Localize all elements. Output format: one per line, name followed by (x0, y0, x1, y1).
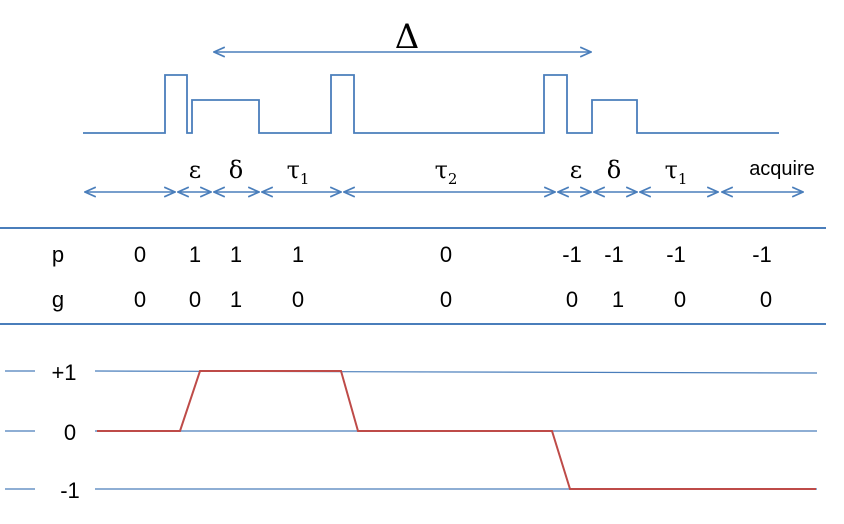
p-row: p 0 1 1 1 0 -1 -1 -1 -1 (52, 242, 772, 267)
g-value: 0 (674, 287, 686, 312)
level-label-zero: 0 (64, 420, 76, 445)
delta-span: Δ (214, 17, 591, 57)
interval-label-delta-1: δ (229, 156, 243, 184)
interval-label-epsilon-1: ε (189, 156, 201, 184)
p-value: -1 (562, 242, 582, 267)
interval-label-acquire: acquire (749, 158, 815, 180)
g-value: 0 (440, 287, 452, 312)
p-value: -1 (752, 242, 772, 267)
g-value: 1 (612, 287, 624, 312)
p-value: 0 (134, 242, 146, 267)
interval-label-delta-2: δ (607, 156, 621, 184)
level-label-minus1: -1 (60, 478, 80, 503)
interval-subscript: 2 (448, 170, 458, 188)
interval-label-tau1-1: τ1 (287, 156, 310, 188)
p-value: 1 (292, 242, 304, 267)
p-value: -1 (666, 242, 686, 267)
interval-label-epsilon-2: ε (570, 156, 582, 184)
p-value: 1 (189, 242, 201, 267)
interval-label-tau1-2: τ1 (665, 156, 688, 188)
g-value: 0 (134, 287, 146, 312)
p-value: 0 (440, 242, 452, 267)
p-value: 1 (230, 242, 242, 267)
g-value: 1 (230, 287, 242, 312)
g-value: 0 (189, 287, 201, 312)
g-value: 0 (292, 287, 304, 312)
row-label-g: g (52, 287, 64, 312)
interval-subscript: 1 (678, 170, 688, 188)
p-value: -1 (604, 242, 624, 267)
interval-row: ε δ τ1 τ2 ε δ τ1 acquire (85, 156, 815, 192)
level-label-plus1: +1 (51, 360, 76, 385)
coherence-pathway (97, 370, 816, 490)
interval-label-tau2: τ2 (435, 156, 458, 188)
pulse-sequence-line (83, 74, 779, 134)
g-value: 0 (760, 287, 772, 312)
g-row: g 0 0 1 0 0 0 1 0 0 (52, 287, 772, 312)
interval-subscript: 1 (300, 170, 310, 188)
delta-label: Δ (395, 17, 420, 57)
g-value: 0 (566, 287, 578, 312)
row-label-p: p (52, 242, 64, 267)
